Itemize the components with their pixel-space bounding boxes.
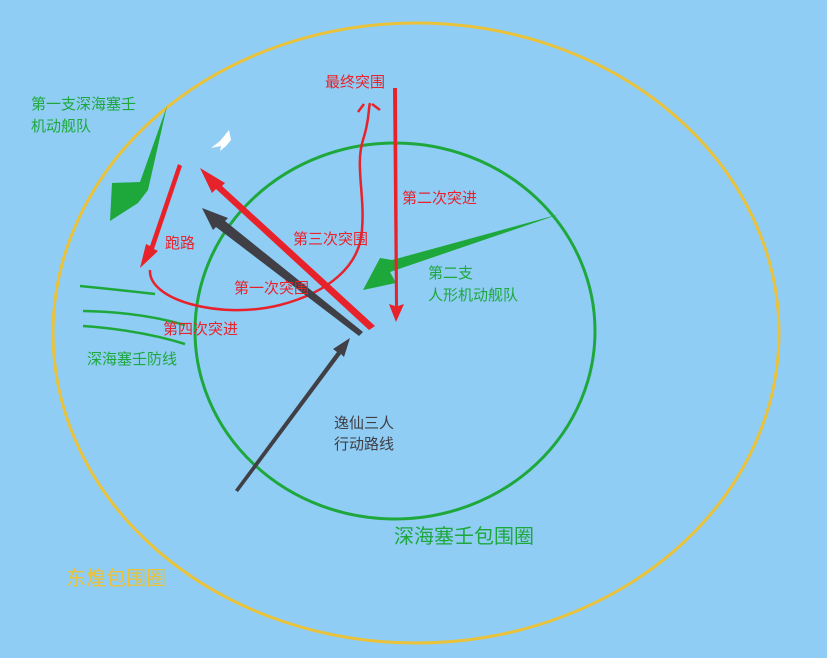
dunhuang-encirclement-label: 东煌包围圈 (66, 566, 166, 590)
siren-encirclement-label: 深海塞壬包围圈 (394, 524, 534, 548)
route-arrow-in (235, 338, 350, 492)
route-label-1: 逸仙三人 (334, 414, 394, 432)
second-fleet-label-2: 人形机动舰队 (428, 286, 518, 304)
first-fleet-label-2: 机动舰队 (31, 117, 91, 135)
final-breakthrough-label: 最终突围 (325, 73, 385, 91)
second-advance-label: 第二次突进 (402, 189, 477, 207)
route-arrow-back (202, 208, 363, 336)
second-fleet-label-1: 第二支 (428, 264, 473, 282)
first-fleet-arrow (110, 106, 167, 221)
third-breakthrough-label: 第三次突围 (293, 230, 368, 248)
plane-icon (211, 130, 231, 151)
second-fleet-arrow (363, 214, 560, 290)
dunhuang-encirclement-circle (51, 21, 781, 645)
second-advance-arrow (389, 88, 404, 322)
escape-label: 跑路 (165, 234, 195, 252)
escape-arrow (140, 164, 182, 268)
route-label-2: 行动路线 (334, 435, 394, 453)
fourth-advance-label: 第四次突进 (163, 320, 238, 338)
final-breakthrough-mark (357, 103, 381, 113)
first-fleet-label-1: 第一支深海塞壬 (31, 95, 136, 113)
escape-curve (148, 102, 372, 312)
defense-line-strokes (79, 284, 186, 346)
third-breakthrough-arrow (200, 168, 375, 330)
defense-line-label: 深海塞壬防线 (87, 350, 177, 368)
first-breakthrough-label: 第一次突围 (234, 279, 309, 297)
